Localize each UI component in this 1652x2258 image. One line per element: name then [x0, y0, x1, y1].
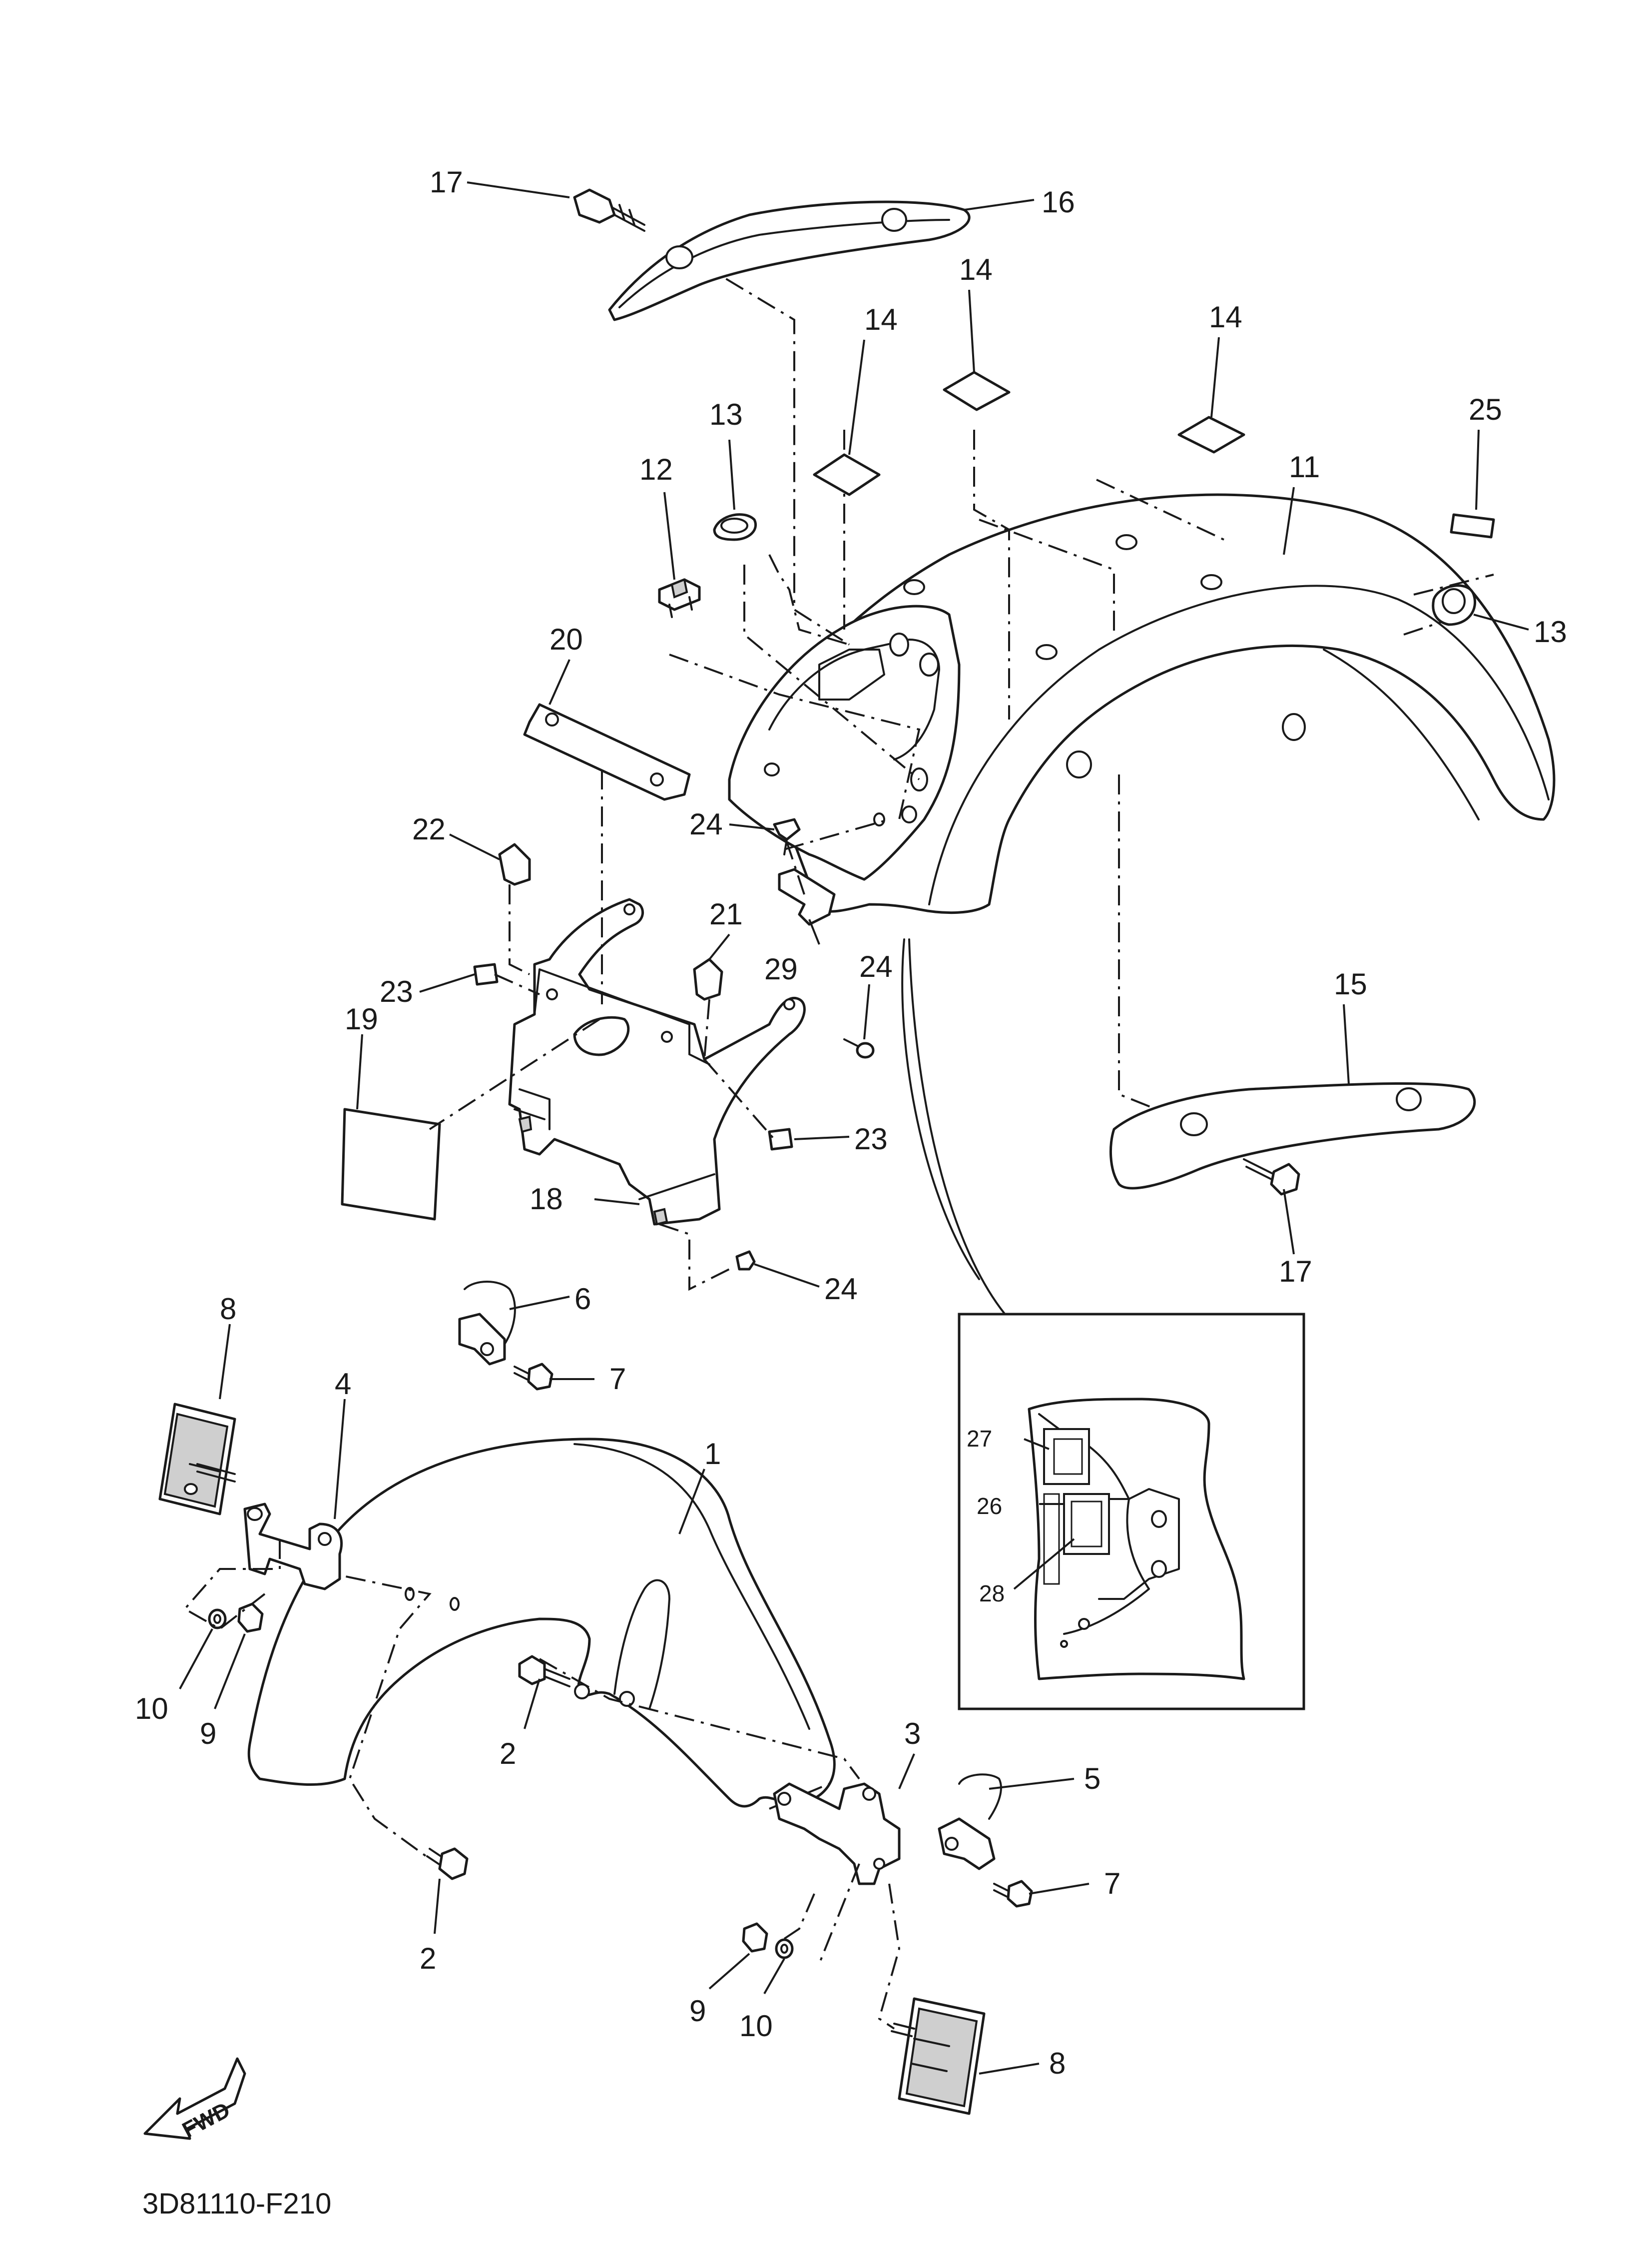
callout-25: 25 — [1469, 393, 1502, 426]
callout-15: 15 — [1334, 967, 1367, 1001]
fender-bracket-3 — [773, 1782, 901, 1885]
bracket-29 — [778, 868, 836, 926]
callout-26: 26 — [977, 1493, 1002, 1519]
callout-11: 11 — [1289, 450, 1320, 484]
callout-27: 27 — [967, 1426, 992, 1452]
reflector-8-right — [891, 1997, 986, 2115]
callout-7-lower: 7 — [1104, 1867, 1120, 1900]
callout-23-right: 23 — [854, 1122, 888, 1156]
callout-13-top: 13 — [709, 398, 743, 431]
callout-17-bottom: 17 — [1279, 1255, 1312, 1288]
callout-14-left: 14 — [864, 303, 898, 336]
callout-8-right: 8 — [1049, 2047, 1066, 2080]
callout-20: 20 — [550, 623, 583, 656]
pad-23b — [768, 1128, 793, 1151]
callout-8-left: 8 — [220, 1292, 236, 1326]
callout-24-top: 24 — [689, 807, 723, 841]
callout-10-left: 10 — [135, 1692, 168, 1725]
bolt-2-upper — [518, 1655, 570, 1687]
reflector-8-left — [158, 1403, 236, 1515]
callout-18: 18 — [530, 1182, 563, 1216]
pad-23a — [473, 963, 499, 986]
plate-20 — [523, 703, 691, 801]
callout-5: 5 — [1084, 1762, 1101, 1795]
fwd-arrow-icon: FWD — [143, 2057, 246, 2143]
rear-fender — [728, 493, 1556, 1320]
callout-24-bottom: 24 — [824, 1272, 858, 1306]
label-14b — [943, 371, 1011, 411]
callout-6: 6 — [574, 1282, 591, 1316]
clip-21 — [693, 958, 723, 1001]
nut-9-right — [742, 1922, 768, 1953]
nut-9-left — [237, 1602, 264, 1633]
callout-29: 29 — [764, 952, 798, 986]
bolt-17-bottom — [1243, 1158, 1300, 1196]
clip-22 — [498, 843, 531, 886]
grommet-13-top — [713, 513, 757, 541]
callout-12: 12 — [639, 453, 673, 486]
callout-2-lower: 2 — [420, 1942, 436, 1975]
front-fender — [247, 1438, 836, 1808]
license-bracket-18 — [508, 898, 806, 1226]
screw-24c — [735, 1250, 756, 1271]
callout-9-left: 9 — [200, 1717, 216, 1750]
bolt-2-lower — [426, 1847, 469, 1880]
side-cover-grab-15 — [1109, 1082, 1476, 1190]
callout-14-right: 14 — [1209, 300, 1242, 334]
diagram-code: 3D81110-F210 — [142, 2188, 331, 2220]
detail-inset — [958, 1313, 1305, 1710]
callout-1: 1 — [704, 1437, 721, 1471]
grommet-13-right — [1432, 584, 1477, 626]
callout-28: 28 — [979, 1580, 1005, 1606]
callout-4: 4 — [335, 1367, 351, 1401]
label-14c — [1177, 416, 1245, 454]
callout-7-upper: 7 — [609, 1362, 626, 1396]
fender-bracket-4 — [243, 1503, 343, 1590]
callout-16: 16 — [1042, 185, 1075, 219]
plate-19 — [341, 1108, 441, 1221]
callout-9-right: 9 — [689, 1994, 706, 2028]
clip-12 — [658, 578, 701, 618]
callout-17-top: 17 — [430, 165, 463, 199]
washer-10-right — [775, 1938, 794, 1959]
callout-10-right: 10 — [739, 2009, 773, 2043]
bolt-7-upper — [514, 1363, 553, 1391]
callout-23-left: 23 — [380, 975, 413, 1008]
side-cover-grab-16 — [608, 200, 971, 321]
screw-24b — [843, 1038, 875, 1059]
label-14a — [813, 453, 881, 496]
callout-3: 3 — [904, 1717, 921, 1750]
wire-holder-5 — [938, 1773, 1002, 1870]
strip-25 — [1450, 513, 1495, 539]
bolt-7-lower — [993, 1880, 1033, 1908]
washer-10-left — [208, 1608, 227, 1629]
bolt-17-top — [573, 188, 645, 232]
callout-2-upper: 2 — [500, 1737, 516, 1770]
callout-24-middle: 24 — [859, 950, 893, 983]
callout-13-right: 13 — [1534, 615, 1567, 649]
wire-holder-6 — [458, 1281, 516, 1366]
callout-21: 21 — [709, 897, 743, 931]
callout-19: 19 — [345, 1002, 378, 1036]
callout-22: 22 — [412, 812, 446, 846]
callout-14-middle: 14 — [959, 253, 993, 286]
